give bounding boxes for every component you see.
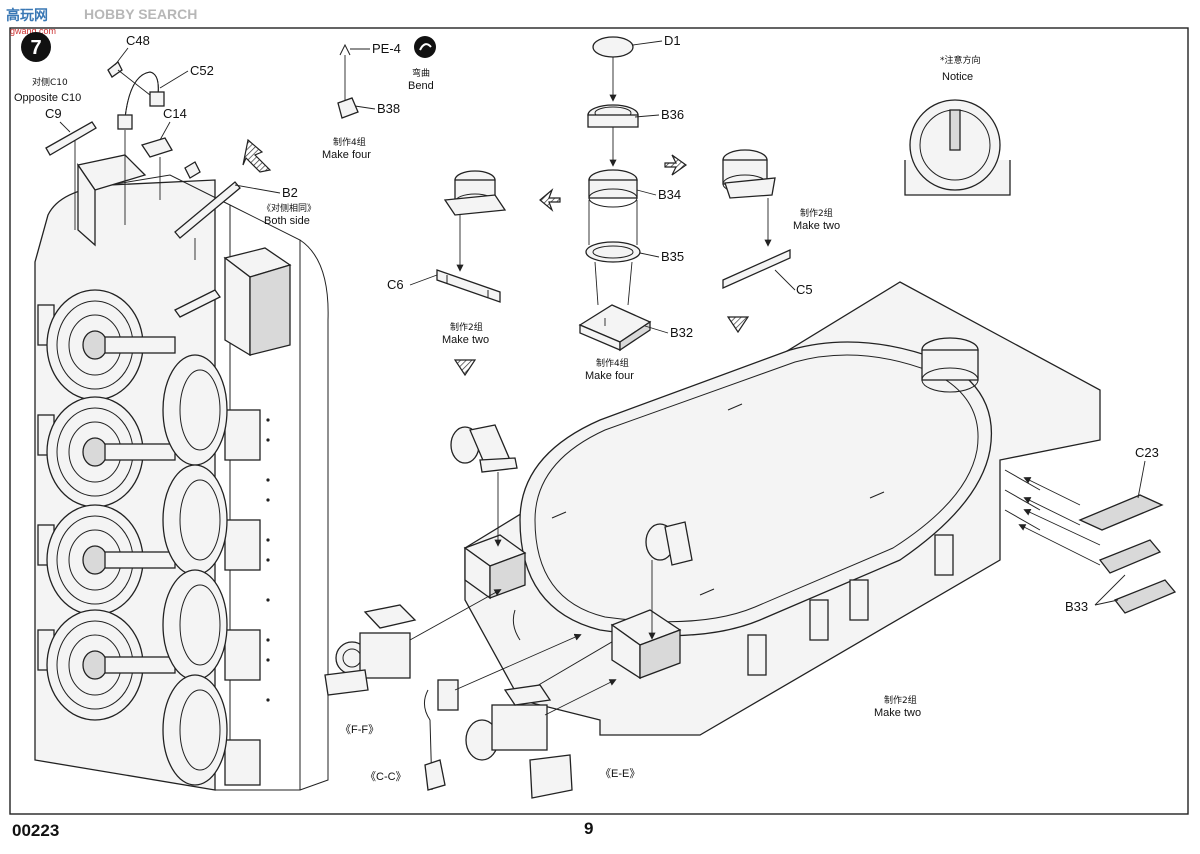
- label-b34: B34: [658, 187, 681, 202]
- label-both-side-cn: 《对侧相同》: [262, 202, 316, 214]
- grille-parts: [1018, 477, 1177, 614]
- ff-assembly: [324, 589, 502, 696]
- headlight-parts: [450, 424, 693, 640]
- watermark-site: HOBBY SEARCH: [84, 6, 197, 22]
- label-c5: C5: [796, 282, 813, 297]
- step-badge: 7: [21, 32, 51, 62]
- label-make-two-en-2: Make two: [793, 220, 840, 232]
- label-make-four-en-1: Make four: [322, 149, 371, 161]
- road-wheels-inner: [162, 354, 228, 786]
- label-b33: B33: [1065, 599, 1088, 614]
- cupola-right-c5: [664, 149, 791, 334]
- label-c23: C23: [1135, 445, 1159, 460]
- label-ee: 《E-E》: [600, 767, 640, 780]
- label-make-four-cn-1: 制作4组: [333, 136, 366, 148]
- step-number: 7: [30, 37, 41, 59]
- label-cc: 《C-C》: [365, 770, 407, 783]
- cc-assembly: [424, 609, 582, 791]
- label-both-side-en: Both side: [264, 215, 310, 227]
- hull-top-assembly: [463, 281, 1101, 736]
- rivets: [266, 418, 270, 702]
- road-wheels-outer: [46, 289, 176, 721]
- label-bend-cn: 弯曲: [412, 67, 430, 79]
- label-make-four-cn-2: 制作4组: [596, 357, 629, 369]
- label-notice-en: Notice: [942, 71, 973, 83]
- label-make-two-en-1: Make two: [442, 334, 489, 346]
- label-c48: C48: [126, 33, 150, 48]
- footer-product-code: 00223: [12, 821, 59, 840]
- label-d1: D1: [664, 33, 681, 48]
- label-make-two-cn-1: 制作2组: [450, 321, 483, 333]
- cupola-left-c6: [436, 170, 561, 377]
- hull-side-assembly: [34, 154, 329, 791]
- page-border: [9, 27, 1189, 815]
- label-b32: B32: [670, 325, 693, 340]
- label-opposite-cn: 对侧C10: [32, 76, 68, 88]
- label-b36: B36: [661, 107, 684, 122]
- watermark-domain: gwang.com: [10, 26, 56, 36]
- label-make-two-en-3: Make two: [874, 707, 921, 719]
- small-parts-left: [45, 60, 272, 318]
- leader-lines: [59, 40, 1146, 499]
- pe4-b38-group: [337, 36, 436, 119]
- center-column-parts: [578, 36, 652, 352]
- label-notice-cn: *注意方向: [940, 54, 981, 66]
- callout-labels: C48 C52 对侧C10 Opposite C10 C9 C14 B2 《对侧…: [14, 33, 1159, 783]
- label-ff: 《F-F》: [340, 723, 379, 736]
- label-c6: C6: [387, 277, 404, 292]
- label-b38: B38: [377, 101, 400, 116]
- notice-detail: [904, 99, 1011, 196]
- label-b2: B2: [282, 185, 298, 200]
- footer-page-number: 9: [584, 819, 593, 838]
- label-c9: C9: [45, 106, 62, 121]
- label-c14: C14: [163, 106, 187, 121]
- label-make-two-cn-2: 制作2组: [800, 207, 833, 219]
- label-make-two-cn-3: 制作2组: [884, 694, 917, 706]
- label-opposite-en: Opposite C10: [14, 92, 81, 104]
- label-c52: C52: [190, 63, 214, 78]
- label-b35: B35: [661, 249, 684, 264]
- watermark-logo: 高玩网: [6, 7, 48, 23]
- ee-assembly: [465, 679, 617, 799]
- label-pe4: PE-4: [372, 41, 401, 56]
- watermark: 高玩网 HOBBY SEARCH gwang.com: [6, 6, 197, 36]
- label-bend-en: Bend: [408, 80, 434, 92]
- label-make-four-en-2: Make four: [585, 370, 634, 382]
